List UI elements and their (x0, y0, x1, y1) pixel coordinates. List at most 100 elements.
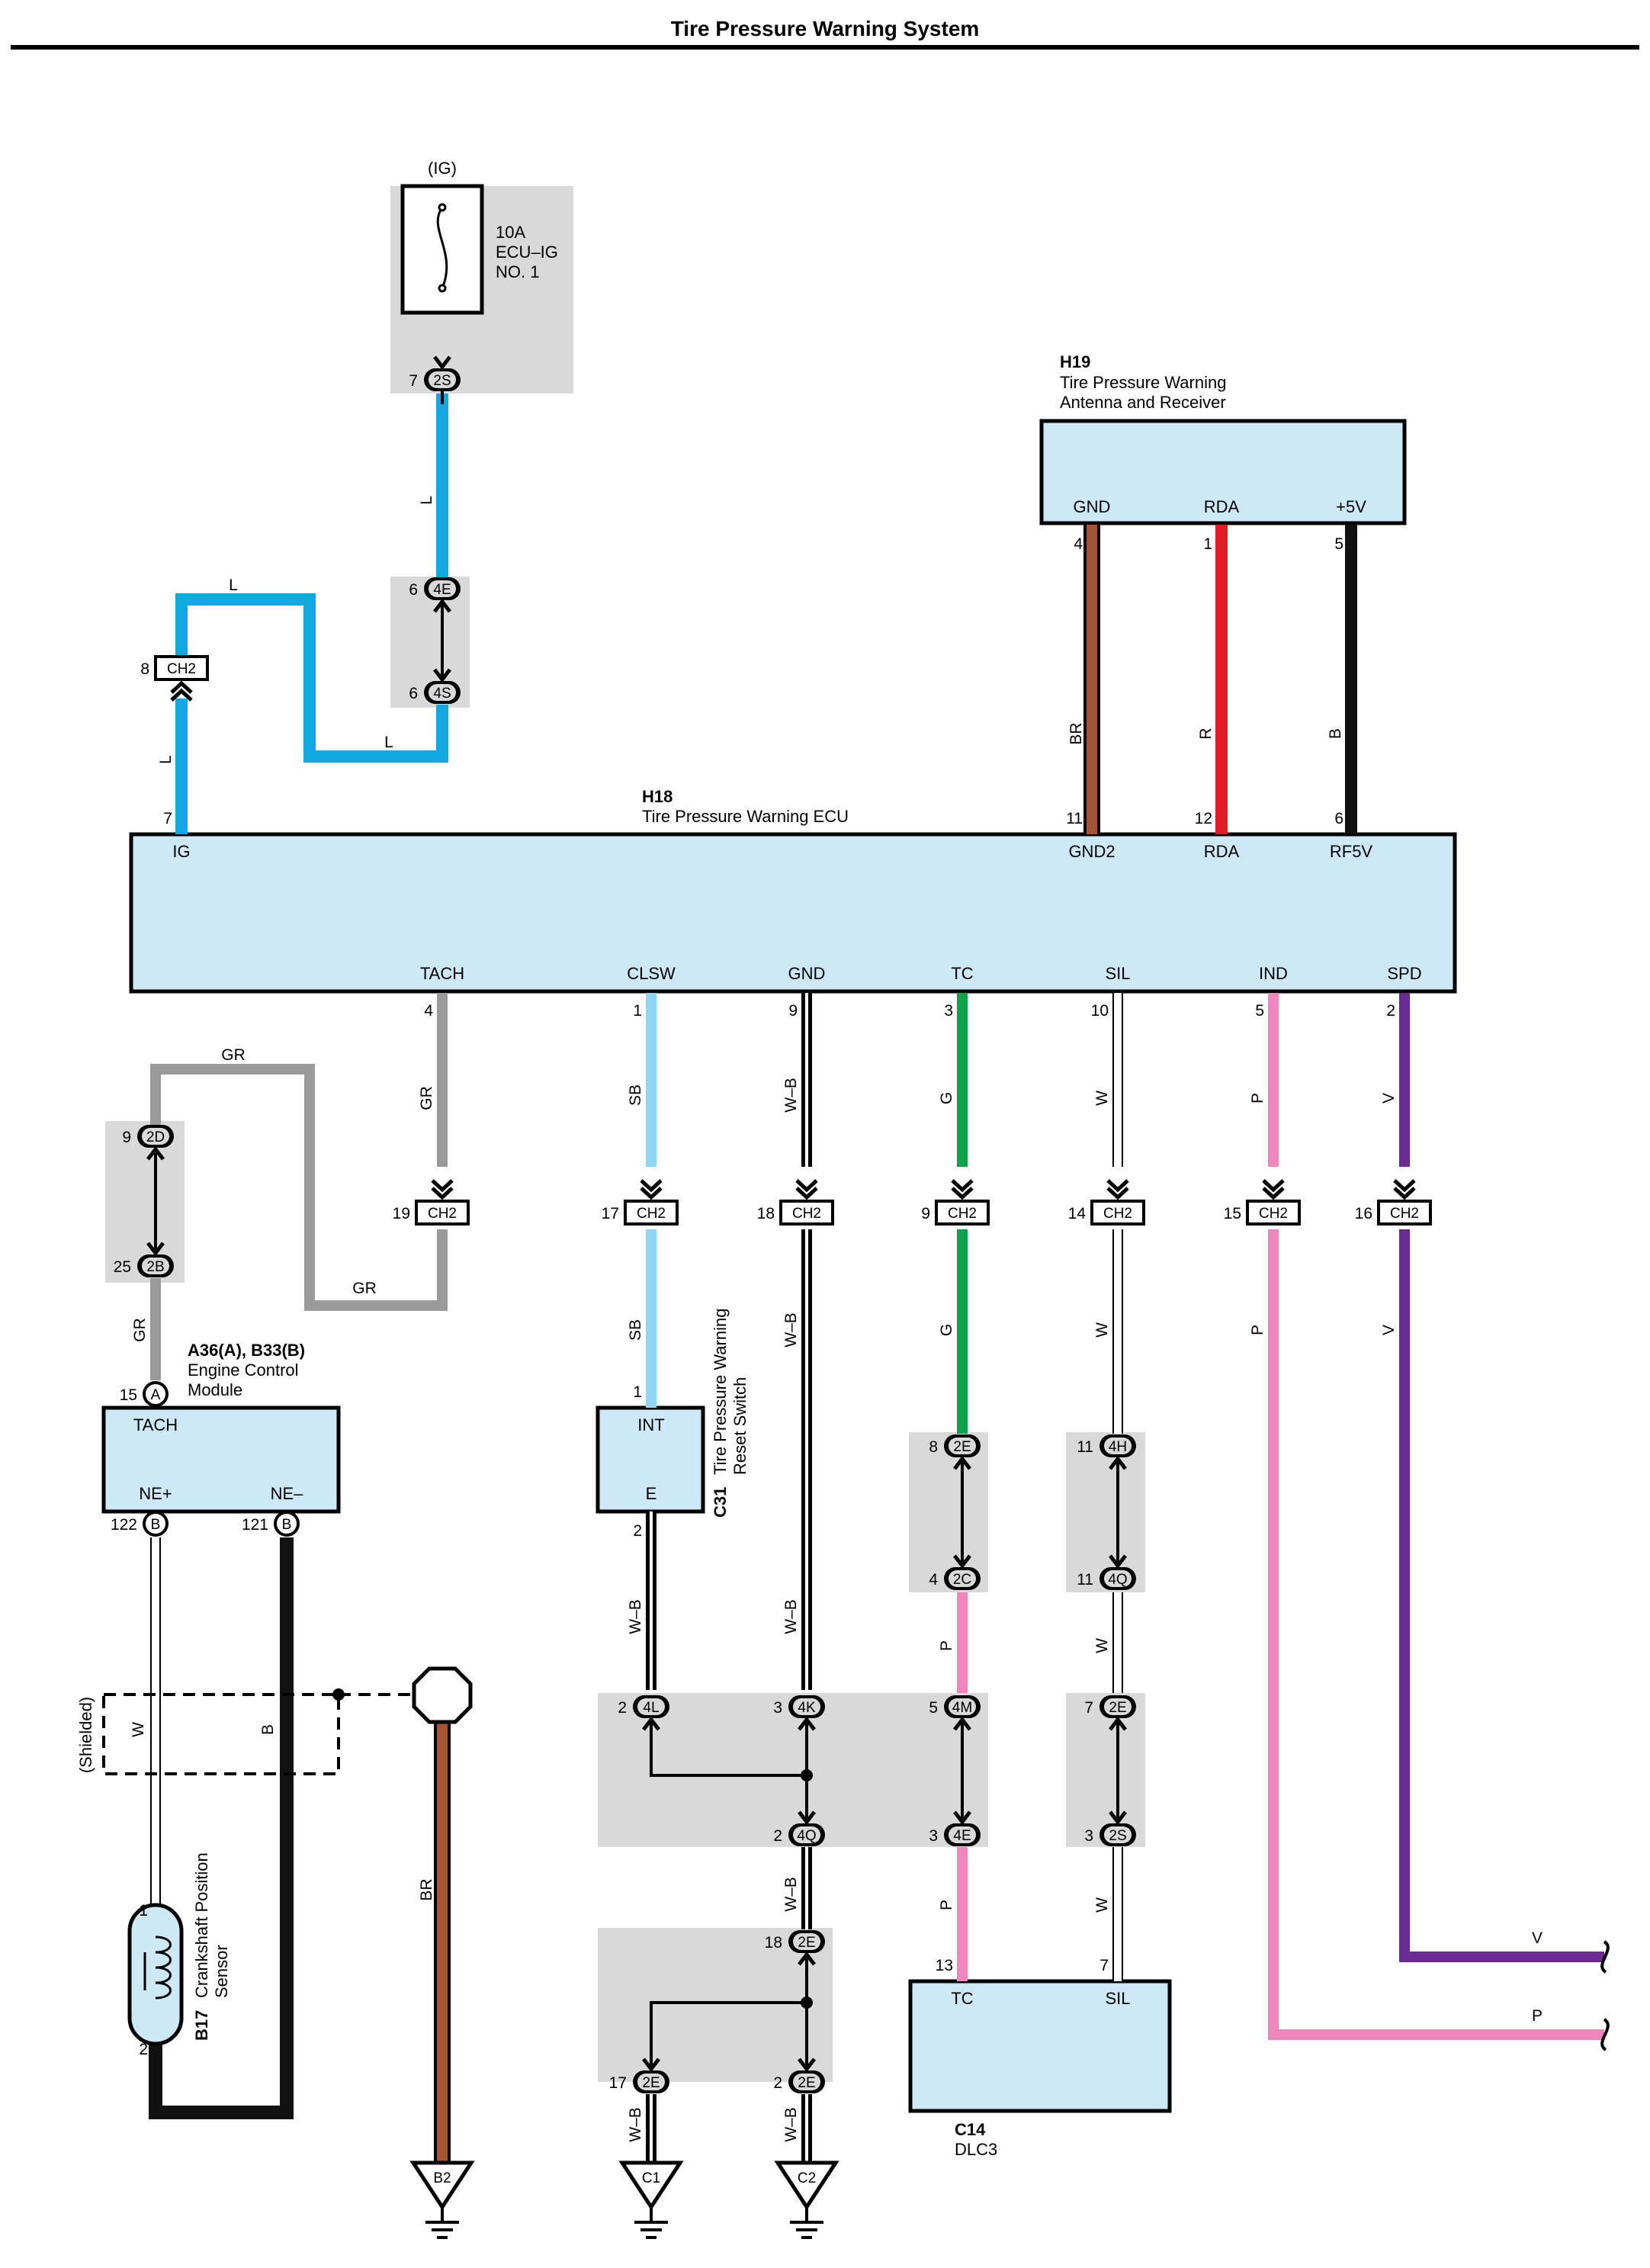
h19-pin-no-rda: 1 (1203, 535, 1212, 553)
connector-pin: 9 (921, 1205, 930, 1222)
h18-pin-no: 6 (1334, 810, 1343, 827)
connector-pin: 17 (609, 2074, 627, 2092)
connector-2e-tc: 2E8 (929, 1434, 981, 1470)
connector-2s-low: 2S3 (1084, 1810, 1136, 1846)
connector-id: 2B (146, 1259, 164, 1275)
wire-label: P (1532, 2007, 1542, 2025)
fuse-name-2: NO. 1 (496, 262, 539, 281)
connector-id: CH2 (1103, 1206, 1132, 1222)
connector-id: 2E (953, 1439, 971, 1455)
connector-4h: 4H 11 (1077, 1434, 1136, 1470)
wire-label: P (938, 1900, 955, 1910)
c31-e: E (646, 1484, 657, 1503)
connector-pin: 15 (1224, 1205, 1241, 1222)
wire-label: W (1093, 1897, 1111, 1913)
grounds: B2 C1 C2 (409, 2160, 839, 2239)
ground-label: C1 (642, 2170, 660, 2186)
shield-ground-octagon (412, 1666, 473, 1724)
c31-name-2: Reset Switch (730, 1377, 750, 1475)
c14-tc-pin: 13 (936, 1957, 953, 1974)
h18-pin-name: SIL (1105, 964, 1130, 983)
connector-id: 4E (433, 582, 451, 598)
connector-id: 2S (1109, 1828, 1126, 1844)
connector-4e-top: 4E6 (409, 577, 461, 613)
connector-id: CH2 (167, 661, 196, 677)
connector-pin: 11 (1077, 1438, 1093, 1456)
connector-4m: 4M5 (929, 1695, 981, 1731)
ground-icon (409, 2160, 475, 2211)
page-title: Tire Pressure Warning System (671, 17, 980, 40)
wire-label: GR (131, 1318, 149, 1342)
c31-e-pin: 2 (633, 1522, 642, 1540)
fuse-icon (436, 207, 448, 289)
wire-label: V (1380, 1093, 1398, 1103)
ground-icon (774, 2160, 839, 2211)
shielded-label: (Shielded) (76, 1697, 95, 1773)
c14-code: C14 (955, 2120, 986, 2139)
wire-label: W–B (782, 1078, 800, 1113)
ground-c2: C2 (774, 2160, 839, 2239)
fuse-name-1: ECU–IG (496, 243, 558, 262)
connector-pin: 19 (393, 1205, 410, 1222)
connector-pin: 16 (1355, 1205, 1372, 1222)
shield: (Shielded) (76, 1666, 473, 1775)
connector-4s: 4S6 (409, 668, 461, 704)
wire-label: B (259, 1724, 277, 1735)
wire-label: L (229, 577, 238, 594)
ecm-ne-conn: B (282, 1517, 292, 1533)
connector-pin: 9 (122, 1129, 131, 1146)
ecm-nep-pin: 122 (111, 1516, 137, 1534)
ground-icon (618, 2160, 684, 2211)
connector-2e-sil: 2E 7 (1084, 1695, 1136, 1731)
ground-label: B2 (433, 2170, 451, 2186)
h19-pin-no-5v: 5 (1334, 535, 1343, 553)
wire-label: L (418, 496, 435, 505)
h18-code: H18 (642, 787, 673, 806)
connector-pin: 2 (773, 1827, 782, 1845)
fuse-labels: (IG) 10A ECU–IG NO. 1 (428, 159, 558, 281)
wire-label: R (1197, 728, 1215, 739)
h18-pin-no: 5 (1255, 1002, 1264, 1020)
wire-label: W–B (782, 1877, 800, 1912)
shade-2e-2s (1066, 1693, 1145, 1847)
connector-id: 4Q (1108, 1572, 1127, 1588)
c31-labels: INT E 1 2 C31 Tire Pressure Warning Rese… (633, 1309, 750, 1540)
h18-pin-name: RF5V (1330, 842, 1373, 861)
connector-id: 2E (1109, 1700, 1126, 1716)
h19-code: H19 (1060, 352, 1090, 371)
c14-name: DLC3 (955, 2140, 997, 2159)
connector-id: 4H (1109, 1439, 1127, 1455)
h19-labels: H19 Tire Pressure Warning Antenna and Re… (1060, 352, 1366, 553)
h18-pin-name: SPD (1387, 964, 1421, 983)
h19-pin-no-gnd: 4 (1074, 535, 1083, 553)
ecm-nem-pin: 121 (242, 1516, 268, 1534)
junction-lines (154, 374, 1119, 2068)
junction-dots (332, 1688, 813, 2009)
connector-id: 4K (798, 1700, 816, 1716)
connector-pin: 8 (140, 660, 149, 678)
c14-sil: SIL (1105, 1989, 1130, 2008)
ecm-name-1: Engine Control (188, 1360, 299, 1380)
wire-label: V (1380, 1325, 1398, 1335)
h18-pin-name: TC (951, 964, 973, 983)
h19-receiver-box (1039, 419, 1407, 525)
connector-pin: 7 (1084, 1699, 1093, 1717)
b17-code: B17 (192, 2010, 211, 2041)
connector-id: 2E (798, 2075, 815, 2091)
connector-id: 4M (952, 1700, 972, 1716)
connector-id: CH2 (428, 1206, 457, 1222)
h19-pin-rda: RDA (1204, 497, 1240, 516)
c31-int-pin: 1 (633, 1383, 642, 1401)
connector-pin: 18 (765, 1934, 782, 1952)
connector-pin: 4 (929, 1571, 938, 1589)
connector-pin: 3 (929, 1827, 938, 1845)
c14-sil-pin: 7 (1099, 1957, 1109, 1974)
c31-int: INT (637, 1415, 664, 1434)
